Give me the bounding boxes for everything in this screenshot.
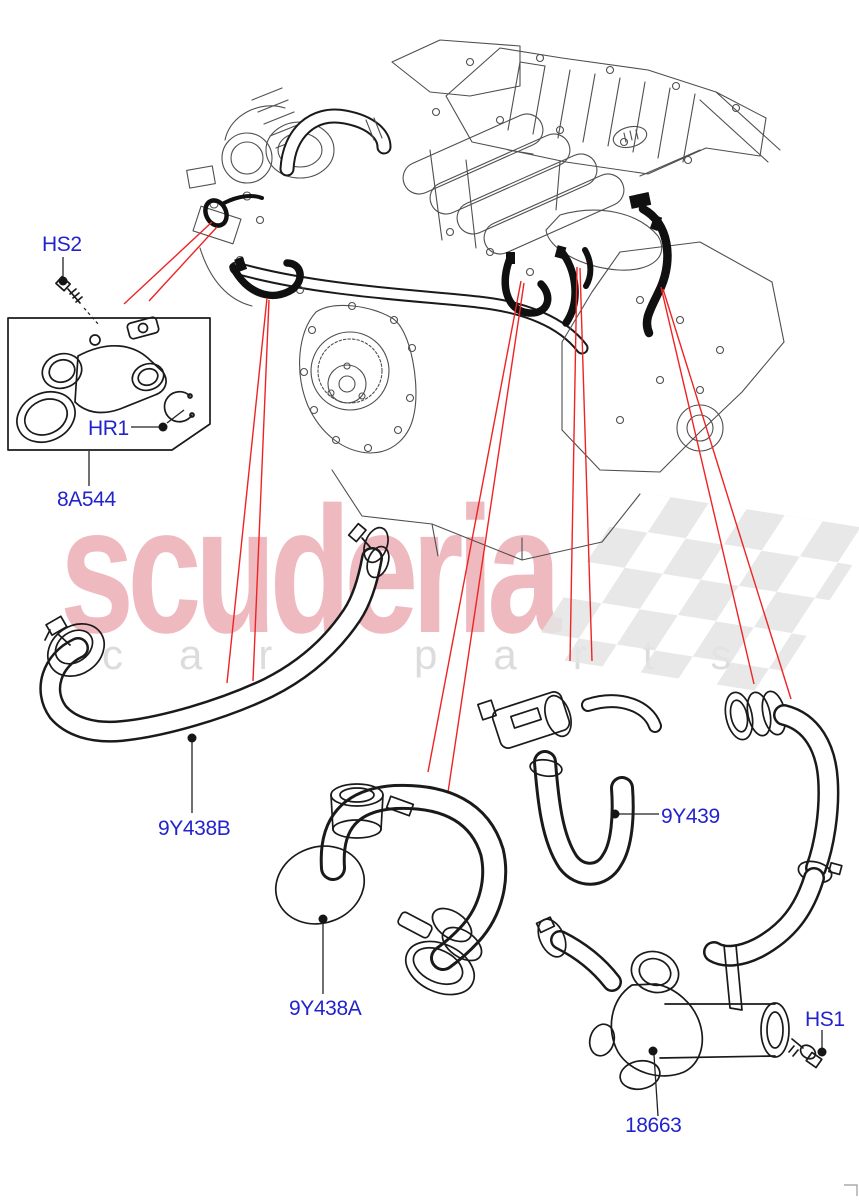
inset-box (7, 317, 211, 451)
engine-illustration (186, 39, 785, 561)
part-9y438a-drawing[interactable] (265, 783, 508, 1005)
part-label-18663[interactable]: 18663 (625, 1114, 682, 1137)
part-label-hs2[interactable]: HS2 (42, 233, 82, 256)
part-9y439-drawing[interactable] (477, 690, 662, 886)
part-label-9y438a[interactable]: 9Y438A (289, 997, 362, 1020)
leader-lines-red (123, 221, 792, 800)
label-leader-lines (58, 257, 827, 1117)
part-18663-drawing[interactable] (533, 689, 843, 1092)
part-label-hs1[interactable]: HS1 (805, 1008, 845, 1031)
page-corner-mark (844, 1184, 858, 1196)
engine-hose-anchors (203, 192, 672, 338)
part-label-hr1[interactable]: HR1 (88, 417, 129, 440)
bolt-hs1 (788, 1038, 823, 1069)
part-8a544-drawing[interactable] (7, 275, 211, 452)
part-9y438b-drawing[interactable] (38, 522, 393, 743)
part-label-8a544[interactable]: 8A544 (57, 488, 116, 511)
part-label-9y438b[interactable]: 9Y438B (158, 817, 231, 840)
part-label-9y439[interactable]: 9Y439 (661, 805, 720, 828)
snap-ring-hr1 (163, 390, 193, 423)
